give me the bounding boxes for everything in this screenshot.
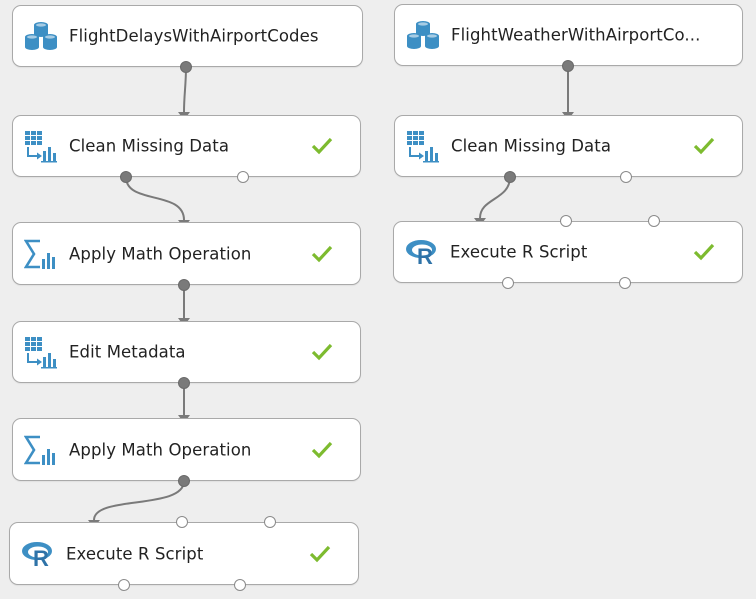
- output-port[interactable]: [237, 171, 249, 183]
- module-apply-math-operation-2[interactable]: Apply Math Operation: [12, 418, 361, 481]
- completed-check-icon: [311, 245, 333, 262]
- module-execute-r-script-2[interactable]: R Execute R Script: [393, 221, 743, 283]
- sigma-chart-icon: [24, 239, 55, 269]
- module-execute-r-script[interactable]: R Execute R Script: [9, 522, 359, 585]
- module-label: FlightWeatherWithAirportCo...: [451, 25, 701, 45]
- output-port[interactable]: [178, 475, 190, 487]
- connection-m2-m3: [125, 176, 185, 221]
- completed-check-icon: [311, 137, 333, 155]
- table-transform-icon: [25, 131, 57, 163]
- module-label: Clean Missing Data: [451, 136, 612, 156]
- module-label: Apply Math Operation: [69, 244, 252, 263]
- module-label: FlightDelaysWithAirportCodes: [69, 26, 319, 46]
- module-label: Execute R Script: [450, 242, 588, 262]
- module-flight-delays-dataset[interactable]: FlightDelaysWithAirportCodes: [12, 5, 363, 67]
- output-port[interactable]: [619, 277, 631, 289]
- table-transform-icon: [407, 131, 439, 163]
- input-port[interactable]: [176, 516, 188, 528]
- module-clean-missing-data-2[interactable]: Clean Missing Data: [394, 115, 743, 177]
- output-port[interactable]: [562, 60, 574, 72]
- module-label: Edit Metadata: [69, 342, 186, 362]
- input-port[interactable]: [560, 215, 572, 227]
- output-port[interactable]: [620, 171, 632, 183]
- module-label: Execute R Script: [66, 544, 204, 563]
- output-port[interactable]: [504, 171, 516, 183]
- connection-m1-m2: [183, 66, 187, 113]
- completed-check-icon: [309, 545, 331, 562]
- connection-m8-m9: [479, 176, 511, 219]
- module-label: Clean Missing Data: [69, 136, 230, 156]
- completed-check-icon: [693, 137, 715, 155]
- output-port[interactable]: [178, 377, 190, 389]
- svg-text:R: R: [417, 244, 433, 269]
- module-clean-missing-data[interactable]: Clean Missing Data: [12, 115, 361, 177]
- svg-text:R: R: [33, 546, 49, 571]
- module-apply-math-operation[interactable]: Apply Math Operation: [12, 222, 361, 285]
- output-port[interactable]: [120, 171, 132, 183]
- input-port[interactable]: [264, 516, 276, 528]
- output-port[interactable]: [234, 579, 246, 591]
- completed-check-icon: [311, 441, 333, 458]
- connection-m5-m6: [93, 480, 185, 521]
- completed-check-icon: [311, 343, 333, 361]
- dataset-icon: [407, 21, 439, 49]
- output-port[interactable]: [178, 279, 190, 291]
- output-port[interactable]: [180, 61, 192, 73]
- output-port[interactable]: [502, 277, 514, 289]
- input-port[interactable]: [648, 215, 660, 227]
- module-label: Apply Math Operation: [69, 440, 252, 459]
- completed-check-icon: [693, 243, 715, 261]
- module-flight-weather-dataset[interactable]: FlightWeatherWithAirportCo...: [394, 4, 743, 66]
- module-edit-metadata[interactable]: Edit Metadata: [12, 321, 361, 383]
- table-transform-icon: [25, 337, 57, 369]
- output-port[interactable]: [118, 579, 130, 591]
- r-script-icon: R: [22, 541, 52, 571]
- r-script-icon: R: [406, 240, 436, 269]
- sigma-chart-icon: [24, 435, 55, 465]
- dataset-icon: [25, 22, 57, 50]
